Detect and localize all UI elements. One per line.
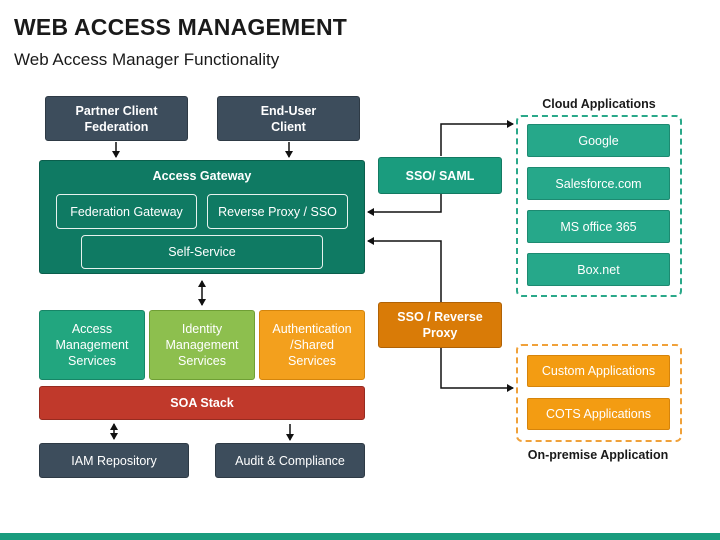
iam-repository-box[interactable]: IAM Repository: [39, 443, 189, 478]
end-user-client-box[interactable]: End-User Client: [217, 96, 360, 141]
soa-stack-box[interactable]: SOA Stack: [39, 386, 365, 420]
access-management-services-box[interactable]: Access Management Services: [39, 310, 145, 380]
cloud-app-label: Box.net: [577, 262, 620, 277]
onprem-app-label: Custom Applications: [541, 364, 656, 378]
sso-saml-box[interactable]: SSO/ SAML: [378, 157, 502, 194]
onprem-app-custom[interactable]: Custom Applications: [527, 355, 670, 387]
reverse-proxy-sso-box[interactable]: Reverse Proxy / SSO: [207, 194, 348, 229]
line-saml-to-gateway: [367, 194, 442, 216]
end-user-client-label: End-User Client: [260, 103, 317, 134]
partner-client-federation-label: Partner Client Federation: [75, 103, 158, 134]
audit-compliance-box[interactable]: Audit & Compliance: [215, 443, 365, 478]
cloud-app-box-net[interactable]: Box.net: [527, 253, 670, 286]
sso-saml-label: SSO/ SAML: [405, 168, 475, 183]
self-service-box[interactable]: Self-Service: [81, 235, 323, 269]
sso-reverse-proxy-label: SSO / Reverse Proxy: [397, 310, 483, 340]
access-management-services-label: Access Management Services: [55, 322, 129, 368]
authentication-shared-services-box[interactable]: Authentication /Shared Services: [259, 310, 365, 380]
self-service-label: Self-Service: [168, 245, 236, 259]
footer-accent-bar: [0, 533, 720, 540]
cloud-applications-group: [516, 115, 682, 297]
line-cloud-to-saml: [440, 120, 514, 156]
soa-stack-label: SOA Stack: [170, 396, 234, 410]
federation-gateway-label: Federation Gateway: [70, 204, 183, 219]
on-premise-applications-title: On-premise Application: [527, 448, 669, 462]
reverse-proxy-sso-label: Reverse Proxy / SSO: [218, 204, 337, 219]
line-proxy-to-onprem: [440, 348, 514, 392]
cloud-app-label: MS office 365: [560, 219, 637, 234]
on-premise-applications-group: [516, 344, 682, 442]
onprem-app-cots[interactable]: COTS Applications: [527, 398, 670, 430]
authentication-shared-services-label: Authentication /Shared Services: [272, 322, 352, 368]
sso-reverse-proxy-box[interactable]: SSO / Reverse Proxy: [378, 302, 502, 348]
page-title: WEB ACCESS MANAGEMENT: [14, 14, 348, 40]
cloud-app-ms-office-365[interactable]: MS office 365: [527, 210, 670, 243]
iam-repository-label: IAM Repository: [71, 453, 157, 468]
onprem-app-label: COTS Applications: [546, 407, 651, 421]
federation-gateway-box[interactable]: Federation Gateway: [56, 194, 197, 229]
page-subtitle: Web Access Manager Functionality: [14, 50, 280, 69]
cloud-app-label: Salesforce.com: [555, 176, 642, 191]
identity-management-services-label: Identity Management Services: [165, 322, 239, 368]
identity-management-services-box[interactable]: Identity Management Services: [149, 310, 255, 380]
cloud-applications-title: Cloud Applications: [542, 97, 656, 111]
partner-client-federation-box[interactable]: Partner Client Federation: [45, 96, 188, 141]
access-gateway-title: Access Gateway: [152, 169, 252, 183]
cloud-app-google[interactable]: Google: [527, 124, 670, 157]
audit-compliance-label: Audit & Compliance: [235, 453, 345, 468]
cloud-app-salesforce[interactable]: Salesforce.com: [527, 167, 670, 200]
line-proxy-to-gateway: [367, 237, 442, 302]
cloud-app-label: Google: [578, 133, 619, 148]
